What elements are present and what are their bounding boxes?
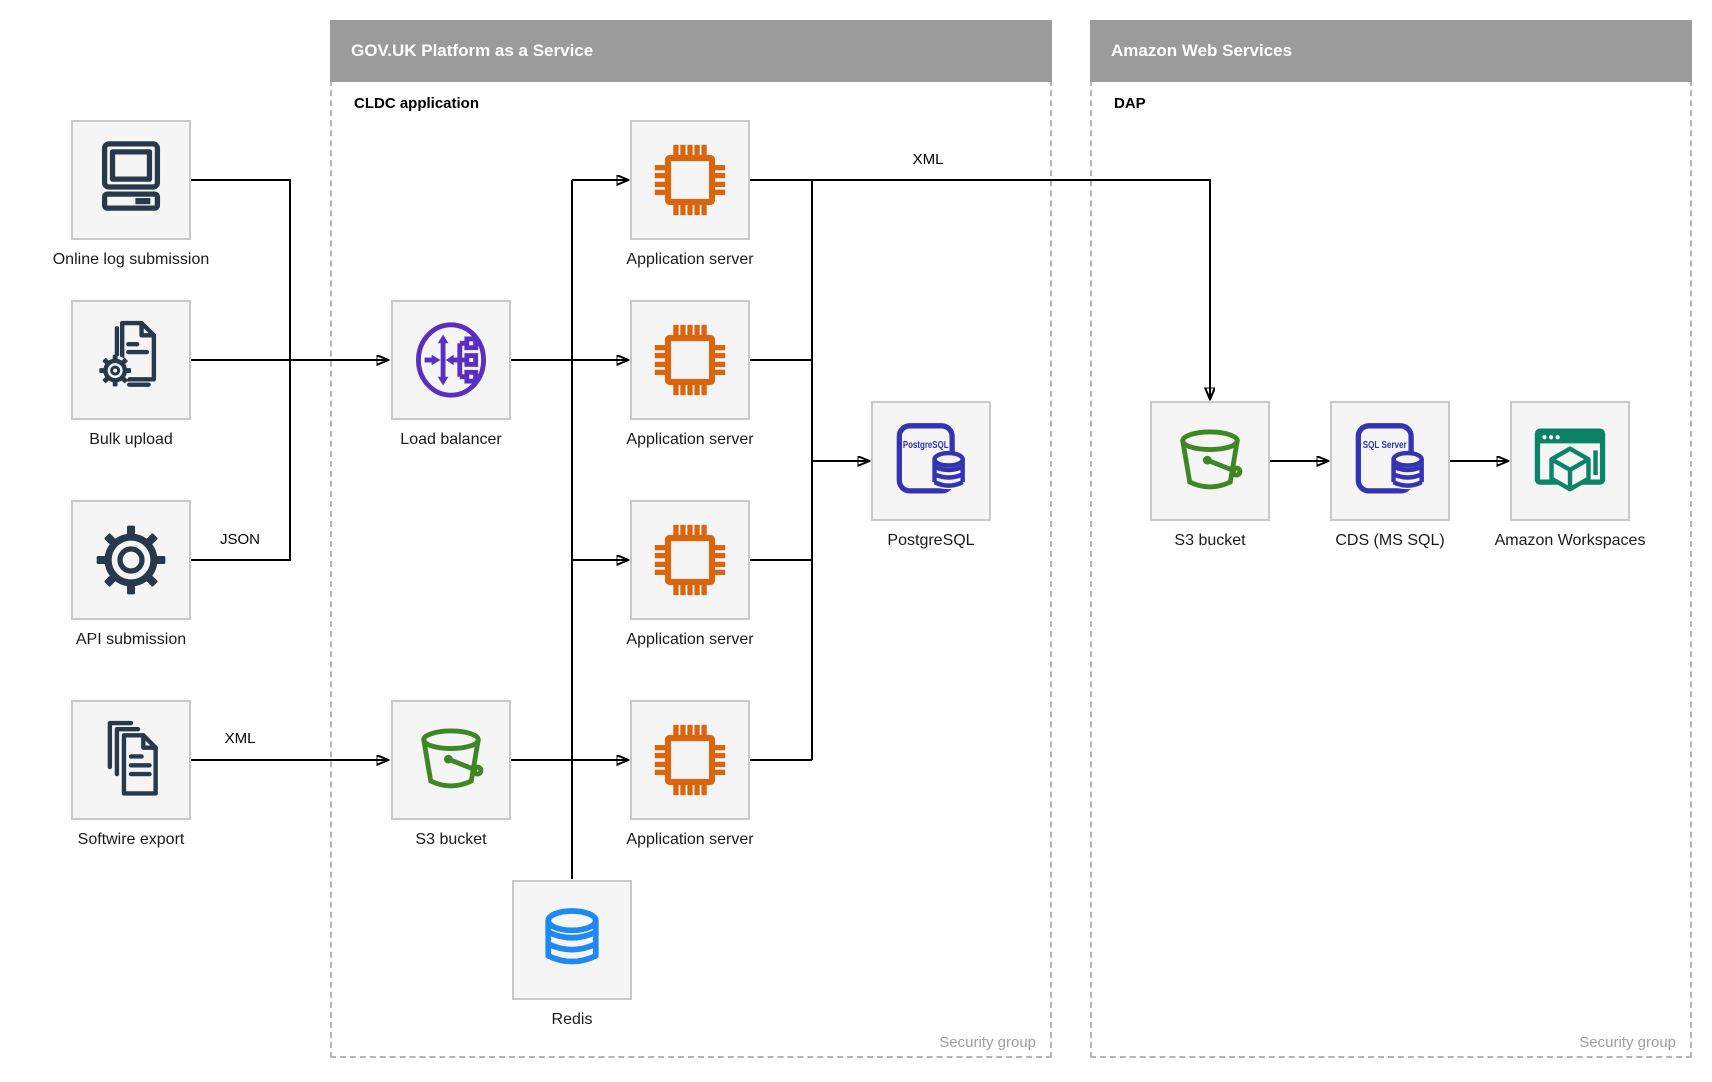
edge-api-submission-merge [191, 361, 291, 561]
softwire-export-label: Softwire export [77, 831, 185, 848]
app-server-4-label: Application server [626, 831, 754, 848]
app-server-1-label: Application server [626, 251, 754, 268]
node-application-server-4: Application server [626, 700, 754, 848]
app-server-3-box [630, 500, 750, 620]
s3-aws-box [1150, 401, 1270, 521]
database-cylinder-icon [528, 896, 616, 984]
workspaces-label: Amazon Workspaces [1494, 532, 1646, 549]
aws-header: Amazon Web Services [1090, 20, 1692, 82]
node-bulk-upload: Bulk upload [71, 300, 191, 448]
node-s3-bucket-govuk: S3 bucket [391, 700, 511, 848]
postgresql-box: PostgreSQL [871, 401, 991, 521]
node-postgresql: PostgreSQL PostgreSQL [871, 401, 991, 549]
node-load-balancer: Load balancer [391, 300, 511, 448]
s3-gov-label: S3 bucket [415, 831, 487, 848]
node-application-server-1: Application server [626, 120, 754, 268]
edge-label-json: JSON [219, 531, 261, 548]
app-server-3-label: Application server [626, 631, 754, 648]
chip-icon [646, 716, 734, 804]
node-softwire-export: Softwire export [71, 700, 191, 848]
dap-label: DAP [1114, 95, 1146, 112]
load-balancer-label: Load balancer [400, 431, 502, 448]
node-api-submission: API submission [71, 500, 191, 648]
edge-label-xml-app: XML [912, 151, 944, 168]
computer-icon [87, 136, 175, 224]
aws-container: Amazon Web Services DAP Security group [1090, 20, 1692, 1058]
app-server-1-box [630, 120, 750, 240]
aws-title: Amazon Web Services [1111, 41, 1293, 60]
workspaces-icon [1526, 417, 1614, 505]
app-server-4-box [630, 700, 750, 820]
chip-icon [646, 516, 734, 604]
api-submission-label: API submission [75, 631, 187, 648]
cds-label: CDS (MS SQL) [1335, 532, 1445, 549]
redis-label: Redis [551, 1011, 593, 1028]
api-submission-box [71, 500, 191, 620]
app-server-2-box [630, 300, 750, 420]
edge-label-xml-softwire: XML [224, 730, 256, 747]
aws-security-group-label: Security group [1579, 1034, 1676, 1051]
edge-online-log-merge [191, 179, 291, 359]
node-application-server-2: Application server [626, 300, 754, 448]
bucket-icon [1166, 417, 1254, 505]
s3-gov-box [391, 700, 511, 820]
redis-box [512, 880, 632, 1000]
softwire-export-box [71, 700, 191, 820]
cds-box: SQL Server [1330, 401, 1450, 521]
online-log-label: Online log submission [52, 251, 210, 268]
govuk-paas-header: GOV.UK Platform as a Service [330, 20, 1052, 82]
online-log-box [71, 120, 191, 240]
node-s3-bucket-aws: S3 bucket [1150, 401, 1270, 549]
govuk-paas-title: GOV.UK Platform as a Service [351, 41, 594, 60]
cldc-application-label: CLDC application [354, 95, 480, 112]
postgresql-label: PostgreSQL [887, 532, 975, 549]
chip-icon [646, 316, 734, 404]
load-balancer-icon [407, 316, 495, 404]
gear-icon [87, 516, 175, 604]
workspaces-box [1510, 401, 1630, 521]
edge-app-server-to-aws-s3 [750, 179, 1210, 399]
bucket-icon [407, 716, 495, 804]
chip-icon [646, 136, 734, 224]
sql-server-icon: SQL Server [1355, 423, 1424, 494]
bulk-upload-label: Bulk upload [89, 431, 173, 448]
app-server-2-label: Application server [626, 431, 754, 448]
node-amazon-workspaces: Amazon Workspaces [1495, 401, 1645, 549]
node-cds-ms-sql: SQL Server CDS (MS SQL) [1330, 401, 1450, 549]
s3-aws-label: S3 bucket [1174, 532, 1246, 549]
govuk-security-group-label: Security group [939, 1034, 1036, 1051]
document-gear-icon [87, 316, 175, 404]
node-redis: Redis [512, 880, 632, 1028]
load-balancer-box [391, 300, 511, 420]
govuk-paas-container: GOV.UK Platform as a Service CLDC applic… [330, 20, 1052, 1058]
node-online-log-submission: Online log submission [53, 120, 209, 268]
bulk-upload-box [71, 300, 191, 420]
postgresql-icon-text: PostgreSQL [903, 439, 949, 451]
sql-server-icon-text: SQL Server [1363, 439, 1407, 451]
node-application-server-3: Application server [626, 500, 754, 648]
postgresql-icon: PostgreSQL [896, 423, 965, 494]
documents-icon [87, 716, 175, 804]
